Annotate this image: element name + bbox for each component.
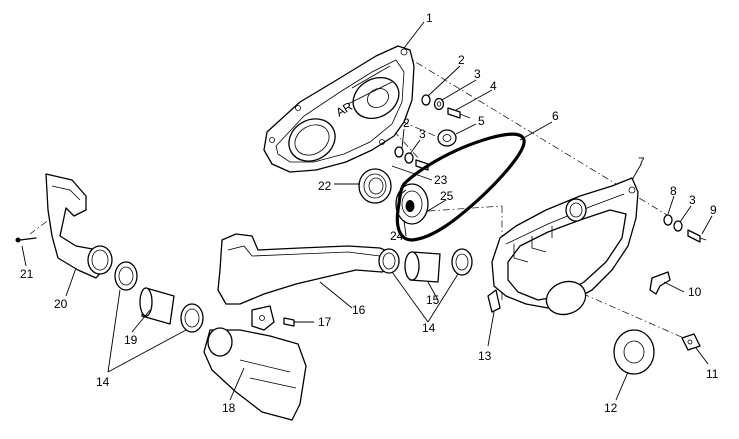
callout-10: 10 <box>688 285 702 299</box>
callout-14: 14 <box>96 375 110 389</box>
outer-clutch-cover <box>487 177 639 316</box>
callout-7: 7 <box>638 155 645 169</box>
callout-24: 24 <box>390 229 404 243</box>
callout-23: 23 <box>434 173 448 187</box>
inner-clutch-cover: AR <box>263 45 415 173</box>
callout-9: 9 <box>710 203 717 217</box>
washer-5 <box>437 129 457 147</box>
inlet-duct-20 <box>45 173 113 279</box>
callout-20: 20 <box>54 297 68 311</box>
coupler-19-clamps <box>114 261 204 333</box>
bolt-17 <box>283 317 295 327</box>
callout-13: 13 <box>478 349 492 363</box>
callout-3: 3 <box>689 193 696 207</box>
callout-21: 21 <box>20 267 34 281</box>
screw-21 <box>15 237 37 243</box>
callout-numbers: 1 2 3 4 2 3 5 6 7 8 3 9 10 11 12 13 14 1… <box>20 11 719 415</box>
leader-lines <box>21 21 713 401</box>
lower-duct-18 <box>203 327 307 421</box>
callout-4: 4 <box>490 79 497 93</box>
clip-10 <box>649 271 671 295</box>
callout-3: 3 <box>474 67 481 81</box>
callout-25: 25 <box>440 189 454 203</box>
callout-15: 15 <box>426 293 440 307</box>
drive-belt-6 <box>395 132 526 242</box>
coupler-15-clamps <box>378 248 473 283</box>
seal-22 <box>358 168 392 204</box>
callout-14: 14 <box>422 321 436 335</box>
right-fastener-stack <box>663 214 707 243</box>
callout-2: 2 <box>403 116 410 130</box>
callout-16: 16 <box>352 303 366 317</box>
callout-17: 17 <box>318 315 332 329</box>
callout-12: 12 <box>604 401 618 415</box>
lower-fastener-stack <box>394 146 429 171</box>
callout-8: 8 <box>670 184 677 198</box>
gasket-disc-12 <box>613 329 655 375</box>
upper-fastener-stack <box>421 94 471 119</box>
callout-3: 3 <box>419 127 426 141</box>
callout-2: 2 <box>458 53 465 67</box>
air-duct-16 <box>217 233 399 331</box>
callout-11: 11 <box>706 367 719 381</box>
callout-18: 18 <box>222 401 236 415</box>
callout-1: 1 <box>426 11 433 25</box>
callout-19: 19 <box>124 333 138 347</box>
plate-11 <box>681 333 701 351</box>
callout-6: 6 <box>552 109 559 123</box>
callout-22: 22 <box>318 179 332 193</box>
drive-hub-25 <box>395 183 429 225</box>
callout-5: 5 <box>478 114 485 128</box>
